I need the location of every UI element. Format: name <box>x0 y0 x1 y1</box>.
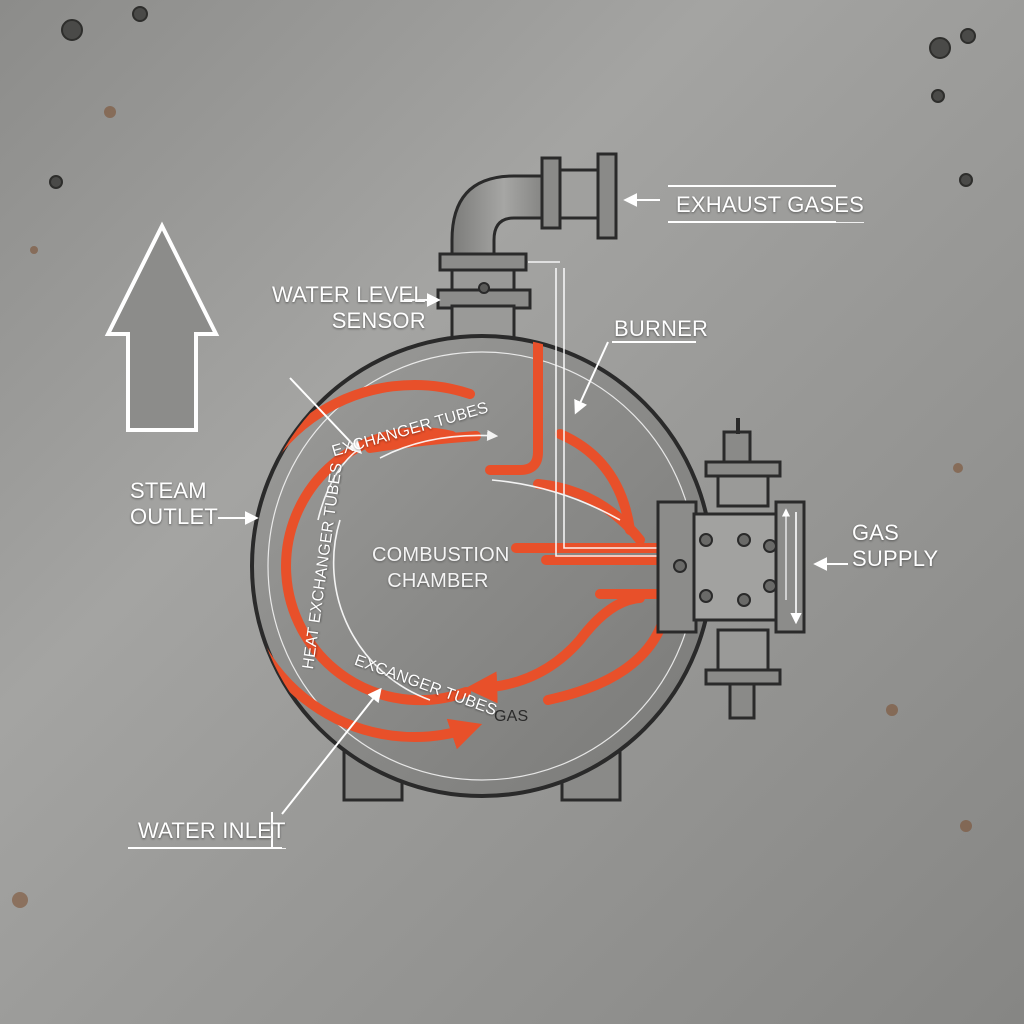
steam-up-arrow <box>104 221 220 432</box>
exhaust-pipe <box>436 152 618 342</box>
burner-assembly <box>656 418 806 720</box>
steam-outlet-line1: STEAM <box>130 478 207 503</box>
gas-supply-line2: SUPPLY <box>852 546 939 571</box>
combustion-chamber-label: COMBUSTION CHAMBER <box>372 542 510 594</box>
steam-outlet-line2: OUTLET <box>130 504 218 529</box>
background-bolts <box>49 6 976 189</box>
exhaust-gases-label: EXHAUST GASES <box>676 192 865 223</box>
water-level-sensor-label: WATER LEVEL SENSOR <box>272 282 426 334</box>
combustion-chamber-line2: CHAMBER <box>387 570 489 592</box>
flow-lines <box>317 261 660 701</box>
steam-outlet-label: STEAM OUTLET <box>130 478 218 530</box>
water-level-sensor-line2: SENSOR <box>331 308 426 333</box>
heat-exchanger-tubes <box>252 336 696 750</box>
combustion-chamber-line1: COMBUSTION <box>372 544 510 566</box>
burner-label: BURNER <box>614 316 709 341</box>
gas-supply-line1: GAS <box>852 520 900 545</box>
rust-spots <box>12 106 972 908</box>
water-level-sensor-line1: WATER LEVEL <box>272 282 426 307</box>
gas-supply-label: GAS SUPPLY <box>852 520 938 572</box>
gas-small-label: GAS <box>494 708 529 725</box>
water-inlet-label: WATER INLET <box>138 818 286 849</box>
